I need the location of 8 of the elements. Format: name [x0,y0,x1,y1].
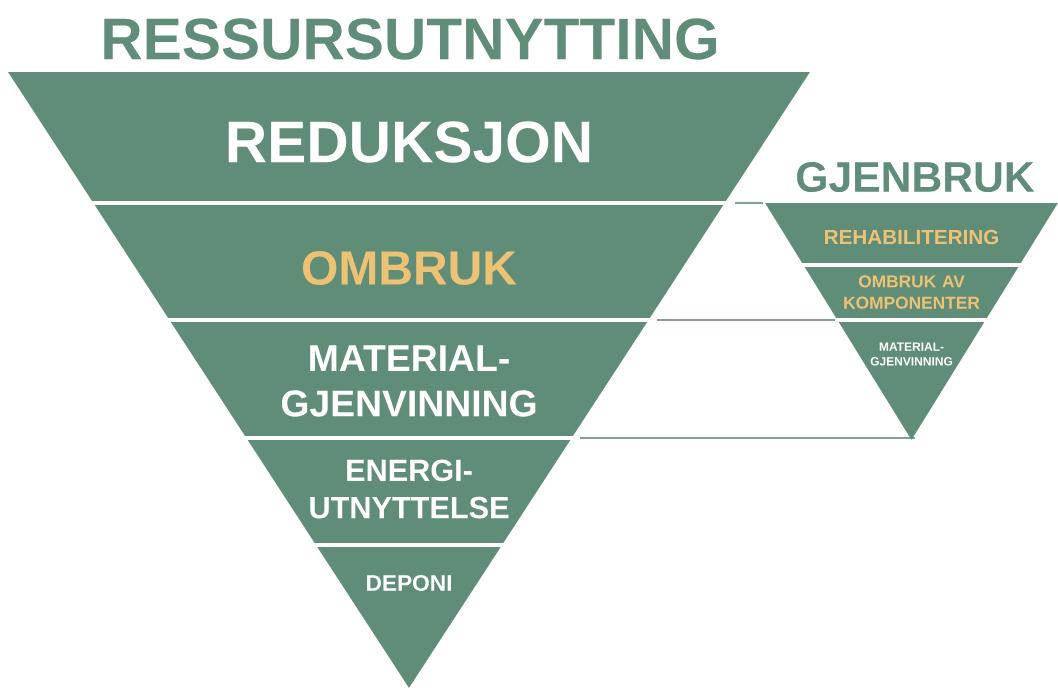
pyramid-band: REHABILITERING [765,203,1058,263]
pyramid-band: MATERIAL- GJENVINNING [170,322,648,436]
title: RESSURSUTNYTTING [104,18,716,60]
pyramid-band: ENERGI- UTNYTTELSE [247,440,571,543]
pyramid-band: DEPONI [317,547,501,688]
pyramid-band: OMBRUK [94,205,724,318]
pyramid-band: OMBRUK AV KOMPONENTER [804,267,1019,318]
pyramid-band: MATERIAL- GJENVINNING [838,322,985,440]
